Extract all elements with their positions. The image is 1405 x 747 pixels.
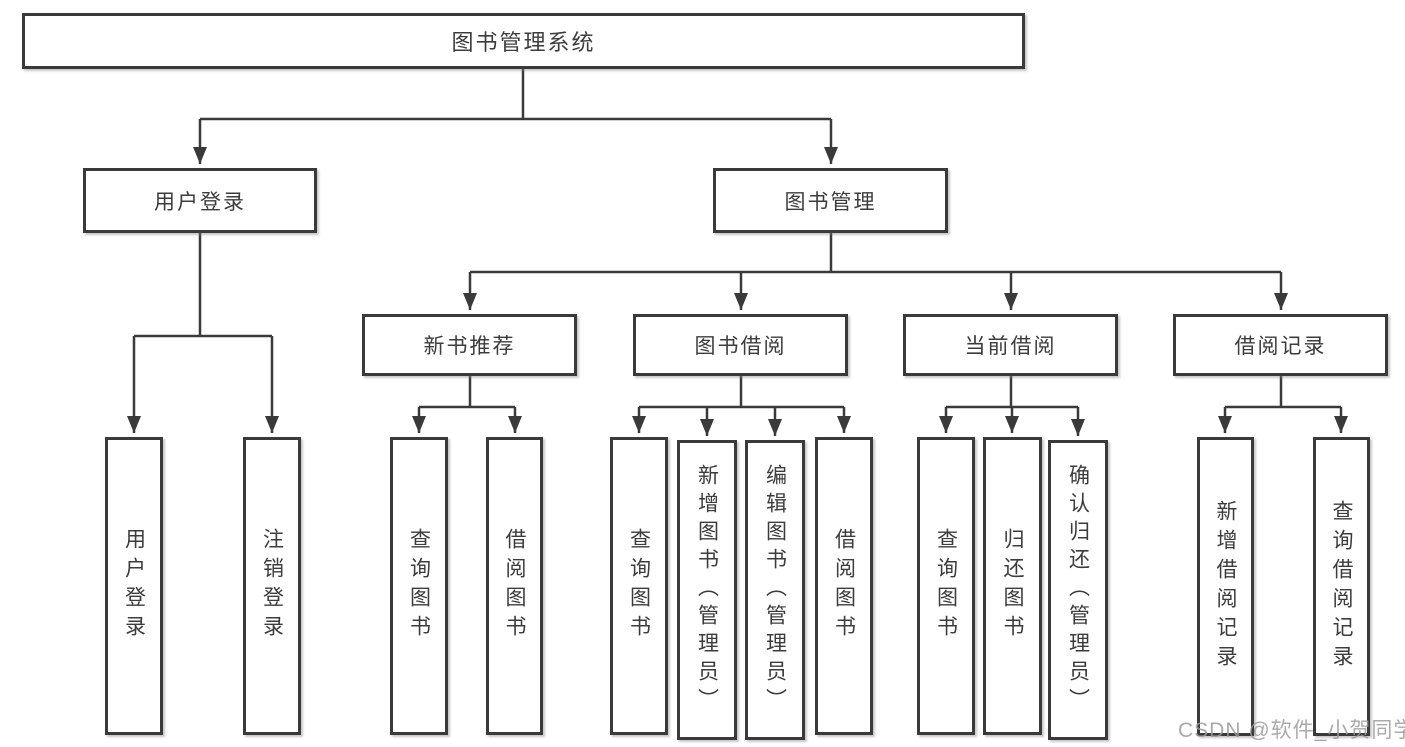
node-root-label: 图书管理系统: [451, 30, 596, 55]
node-book-management-label: 图书管理: [784, 190, 877, 214]
leaf-current-return-book-label: 归还图书: [1001, 528, 1024, 644]
leaf-records-add-record: 新增借阅记录: [1197, 437, 1254, 736]
csdn-watermark: CSDN @软件_小贺同学: [1178, 719, 1405, 742]
node-user-login: 用户登录: [83, 168, 317, 233]
leaf-borrow-edit-book-admin-label: 编辑图书（管理员）: [763, 464, 787, 716]
leaf-logout: 注销登录: [243, 437, 301, 735]
node-book-borrow-label: 图书借阅: [694, 335, 787, 358]
node-new-book-recommend: 新书推荐: [362, 314, 577, 376]
leaf-borrow-borrow-book: 借阅图书: [815, 437, 873, 735]
leaf-borrow-edit-book-admin: 编辑图书（管理员）: [745, 440, 805, 740]
leaf-recommend-query-book-label: 查询图书: [407, 528, 431, 644]
leaf-recommend-borrow-book-label: 借阅图书: [503, 528, 526, 644]
leaf-current-query-book-label: 查询图书: [934, 528, 958, 644]
leaf-borrow-add-book-admin: 新增图书（管理员）: [677, 440, 737, 740]
leaf-borrow-query-book: 查询图书: [610, 437, 668, 735]
node-user-login-label: 用户登录: [154, 190, 246, 214]
leaf-user-login-label: 用户登录: [122, 528, 146, 644]
leaf-current-return-book: 归还图书: [983, 437, 1042, 735]
leaf-logout-label: 注销登录: [260, 528, 284, 644]
leaf-current-confirm-return-admin: 确认归还（管理员）: [1048, 440, 1108, 740]
node-new-book-recommend-label: 新书推荐: [423, 335, 516, 358]
leaf-records-query-record-label: 查询借阅记录: [1330, 499, 1353, 674]
leaf-borrow-borrow-book-label: 借阅图书: [832, 528, 856, 644]
node-book-management: 图书管理: [713, 168, 948, 233]
node-current-borrow-label: 当前借阅: [964, 335, 1057, 358]
leaf-current-query-book: 查询图书: [917, 437, 975, 735]
leaf-current-confirm-return-admin-label: 确认归还（管理员）: [1066, 464, 1090, 716]
node-book-borrow: 图书借阅: [633, 314, 848, 376]
node-borrow-records-label: 借阅记录: [1234, 335, 1327, 358]
node-root: 图书管理系统: [22, 13, 1025, 69]
leaf-borrow-query-book-label: 查询图书: [627, 528, 651, 644]
leaf-records-query-record: 查询借阅记录: [1313, 437, 1370, 736]
leaf-recommend-query-book: 查询图书: [390, 437, 448, 735]
leaf-recommend-borrow-book: 借阅图书: [486, 437, 543, 735]
leaf-records-add-record-label: 新增借阅记录: [1214, 499, 1237, 674]
leaf-borrow-add-book-admin-label: 新增图书（管理员）: [695, 464, 719, 716]
node-current-borrow: 当前借阅: [903, 314, 1118, 376]
leaf-user-login: 用户登录: [105, 437, 163, 735]
node-borrow-records: 借阅记录: [1173, 314, 1388, 376]
